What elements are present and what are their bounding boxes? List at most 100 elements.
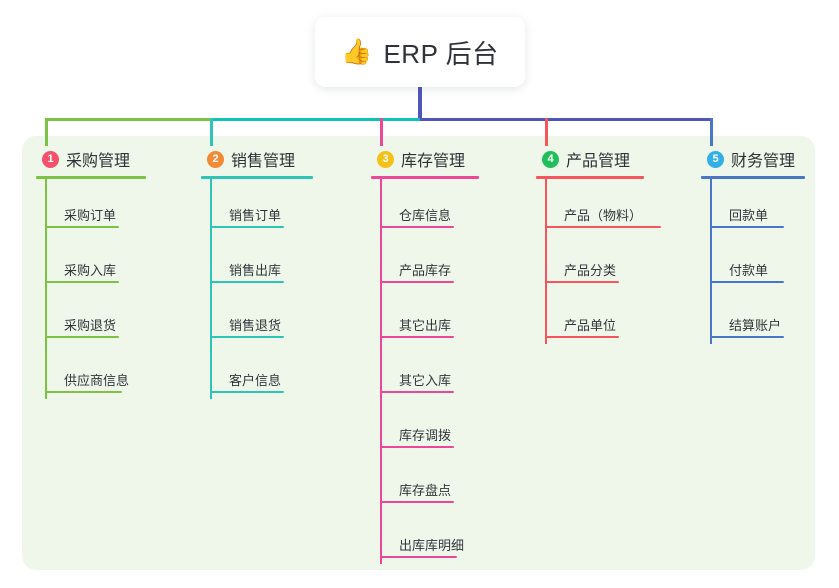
branch-item[interactable]: 销售出库	[201, 234, 313, 289]
diagram-background-panel	[22, 136, 815, 570]
branch-header-2[interactable]: 2 销售管理	[201, 147, 313, 171]
branch-spine	[45, 179, 47, 399]
branch-item-label: 产品分类	[564, 263, 617, 278]
branch-item-label: 产品库存	[399, 263, 452, 278]
branch-item[interactable]: 产品库存	[371, 234, 479, 289]
branch-item-label: 销售退货	[229, 318, 282, 333]
branch-item[interactable]: 库存盘点	[371, 454, 479, 509]
root-node[interactable]: 👍 ERP 后台	[315, 17, 525, 87]
branch-number-badge: 1	[42, 150, 59, 168]
thumbs-up-icon: 👍	[341, 37, 373, 66]
branch-item[interactable]: 客户信息	[201, 344, 313, 399]
branch-item[interactable]: 采购退货	[36, 289, 146, 344]
branch-item-label: 付款单	[729, 263, 769, 278]
branch-underline	[371, 176, 479, 179]
branch-item-label: 仓库信息	[399, 208, 452, 223]
branch-item-label: 其它出库	[399, 318, 452, 333]
branch-title: 财务管理	[731, 153, 796, 170]
branch-header-1[interactable]: 1 采购管理	[36, 147, 146, 171]
branch-item-underline	[710, 281, 784, 283]
branch-item-underline	[210, 391, 284, 393]
branch-item-underline	[380, 226, 454, 228]
branch-item-underline	[380, 281, 454, 283]
branch-drop-connector-2	[210, 118, 213, 146]
branch-item-underline	[45, 226, 119, 228]
branch-item[interactable]: 其它入库	[371, 344, 479, 399]
branch-item-underline	[380, 336, 454, 338]
branch-item-underline	[380, 556, 457, 558]
branch-item-underline	[45, 281, 119, 283]
branch-item-label: 结算账户	[729, 318, 782, 333]
branch-item[interactable]: 产品单位	[536, 289, 644, 344]
branch-title: 采购管理	[66, 153, 131, 170]
branch-title: 产品管理	[566, 153, 631, 170]
branch-item-label: 供应商信息	[64, 373, 130, 388]
branch-item[interactable]: 付款单	[701, 234, 805, 289]
branch-number-badge: 2	[207, 150, 224, 168]
branch-number-badge: 3	[377, 150, 394, 168]
branch-item[interactable]: 其它出库	[371, 289, 479, 344]
branch-item-label: 产品（物料）	[564, 208, 643, 223]
branch-item[interactable]: 供应商信息	[36, 344, 146, 399]
branch-item[interactable]: 结算账户	[701, 289, 805, 344]
bus-segment-left	[45, 118, 212, 121]
branch-item[interactable]: 出库库明细	[371, 509, 479, 564]
branch-item[interactable]: 产品（物料）	[536, 179, 661, 234]
branch-underline	[701, 176, 805, 179]
branch-underline	[201, 176, 313, 179]
branch-spine	[380, 179, 382, 564]
branch-column-3: 3 库存管理仓库信息产品库存其它出库其它入库库存调拨库存盘点出库库明细	[371, 147, 479, 564]
branch-item-list: 回款单付款单结算账户	[701, 179, 805, 344]
branch-drop-connector-4	[545, 118, 548, 146]
branch-item[interactable]: 采购订单	[36, 179, 146, 234]
branch-item-underline	[710, 226, 784, 228]
branch-item[interactable]: 产品分类	[536, 234, 644, 289]
branch-item-list: 销售订单销售出库销售退货客户信息	[201, 179, 313, 399]
root-node-content: 👍 ERP 后台	[341, 34, 498, 71]
branch-item-underline	[380, 446, 454, 448]
branch-item-underline	[545, 336, 619, 338]
branch-item-label: 采购入库	[64, 263, 117, 278]
root-stem-connector	[418, 87, 422, 121]
branch-item[interactable]: 库存调拨	[371, 399, 479, 454]
branch-item[interactable]: 回款单	[701, 179, 805, 234]
branch-item-list: 采购订单采购入库采购退货供应商信息	[36, 179, 146, 399]
branch-item-label: 库存盘点	[399, 483, 452, 498]
branch-item[interactable]: 销售退货	[201, 289, 313, 344]
branch-item-label: 库存调拨	[399, 428, 452, 443]
branch-header-3[interactable]: 3 库存管理	[371, 147, 479, 171]
branch-spine	[210, 179, 212, 399]
branch-item-underline	[210, 226, 284, 228]
branch-item-label: 采购退货	[64, 318, 117, 333]
branch-underline	[36, 176, 146, 179]
branch-item-underline	[545, 226, 661, 228]
branch-drop-connector-1	[45, 118, 48, 146]
branch-item-label: 销售订单	[229, 208, 282, 223]
branch-column-2: 2 销售管理销售订单销售出库销售退货客户信息	[201, 147, 313, 399]
bus-segment-right	[420, 118, 713, 121]
branch-item[interactable]: 仓库信息	[371, 179, 479, 234]
bus-segment-middle	[210, 118, 422, 121]
branch-item-underline	[45, 336, 119, 338]
branch-title: 库存管理	[401, 153, 466, 170]
branch-item-underline	[210, 281, 284, 283]
branch-item-list: 仓库信息产品库存其它出库其它入库库存调拨库存盘点出库库明细	[371, 179, 479, 564]
branch-item-label: 产品单位	[564, 318, 617, 333]
branch-spine	[545, 179, 547, 344]
branch-item-label: 出库库明细	[399, 538, 465, 553]
branch-column-1: 1 采购管理采购订单采购入库采购退货供应商信息	[36, 147, 146, 399]
branch-item-underline	[210, 336, 284, 338]
branch-item[interactable]: 采购入库	[36, 234, 146, 289]
branch-item[interactable]: 销售订单	[201, 179, 313, 234]
branch-item-underline	[380, 501, 454, 503]
branch-item-underline	[545, 281, 619, 283]
branch-item-label: 采购订单	[64, 208, 117, 223]
branch-title: 销售管理	[231, 153, 296, 170]
branch-underline	[536, 176, 644, 179]
branch-spine	[710, 179, 712, 344]
